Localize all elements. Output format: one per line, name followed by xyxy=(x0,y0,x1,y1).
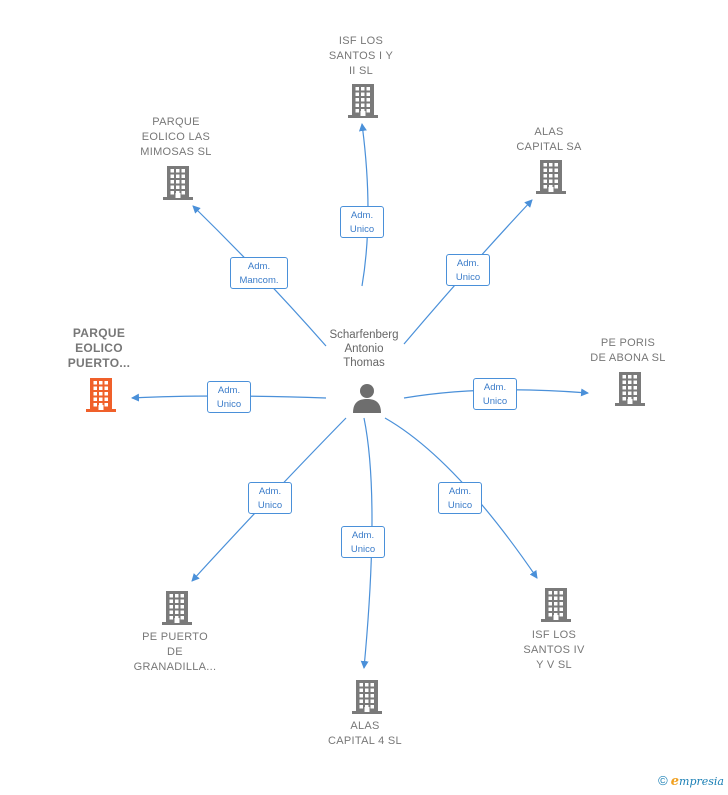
building-icon xyxy=(162,591,192,625)
copyright-symbol: © xyxy=(658,773,668,788)
building-icon xyxy=(348,84,378,118)
company-node-parque-eolico-puerto[interactable]: PARQUE EOLICO PUERTO... xyxy=(34,326,164,371)
edge-isf12 xyxy=(358,123,369,287)
role-badge[interactable]: Adm. Mancom. xyxy=(230,257,288,289)
company-label: PARQUE EOLICO PUERTO... xyxy=(67,326,131,370)
company-label: ALAS CAPITAL SA xyxy=(516,126,582,153)
company-node-parque-eolico-las-mimosas[interactable]: PARQUE EOLICO LAS MIMOSAS SL xyxy=(111,115,241,160)
footer-brand: © empresia xyxy=(658,773,724,789)
role-badge[interactable]: Adm. Unico xyxy=(207,381,251,413)
building-icon xyxy=(615,372,645,406)
company-node-pe-poris-de-abona[interactable]: PE PORIS DE ABONA SL xyxy=(563,336,693,366)
company-label: PE PUERTO DE GRANADILLA... xyxy=(133,631,217,673)
role-badge[interactable]: Adm. Unico xyxy=(340,206,384,238)
building-icon xyxy=(86,378,116,412)
company-node-pe-puerto-de-granadilla[interactable]: PE PUERTO DE GRANADILLA... xyxy=(110,630,240,675)
building-icon xyxy=(536,160,566,194)
company-node-alas-capital-4[interactable]: ALAS CAPITAL 4 SL xyxy=(300,719,430,749)
company-label: ISF LOS SANTOS IV Y V SL xyxy=(523,629,585,671)
person-name: Scharfenberg Antonio Thomas xyxy=(329,329,399,369)
company-label: ALAS CAPITAL 4 SL xyxy=(328,720,402,747)
edge-isf45 xyxy=(384,417,538,579)
company-node-isf-los-santos-iv-y-v[interactable]: ISF LOS SANTOS IV Y V SL xyxy=(489,628,619,673)
company-node-isf-los-santos-i-y-ii[interactable]: ISF LOS SANTOS I Y II SL xyxy=(296,34,426,79)
building-icon xyxy=(163,166,193,200)
company-label: PE PORIS DE ABONA SL xyxy=(590,337,666,364)
company-label: PARQUE EOLICO LAS MIMOSAS SL xyxy=(140,116,212,158)
role-badge[interactable]: Adm. Unico xyxy=(341,526,385,558)
role-badge[interactable]: Adm. Unico xyxy=(438,482,482,514)
company-label: ISF LOS SANTOS I Y II SL xyxy=(328,35,394,77)
edge-alas4 xyxy=(360,417,373,669)
person-icon[interactable] xyxy=(351,382,383,414)
role-badge[interactable]: Adm. Unico xyxy=(248,482,292,514)
building-icon xyxy=(352,680,382,714)
empresia-logo: empresia xyxy=(670,774,724,789)
company-node-alas-capital-sa[interactable]: ALAS CAPITAL SA xyxy=(484,125,614,155)
role-badge[interactable]: Adm. Unico xyxy=(446,254,490,286)
building-icon xyxy=(541,588,571,622)
role-badge[interactable]: Adm. Unico xyxy=(473,378,517,410)
